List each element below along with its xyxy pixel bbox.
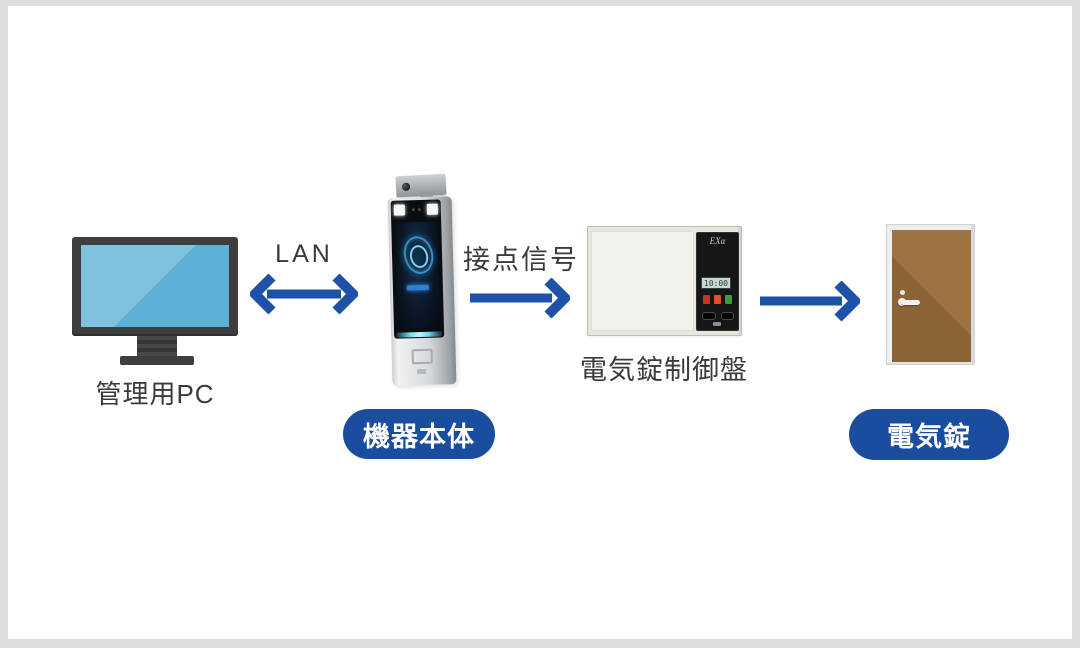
electric-lock-badge: 電気錠 [849,409,1009,460]
pc-label: 管理用PC [95,379,215,409]
control-panel-lcd: 10:00 [701,277,731,289]
control-panel-door [591,231,694,331]
management-pc-node: 管理用PC [72,237,238,409]
panel-to-door-arrow-icon [760,281,860,321]
control-panel-node: EXα 10:00 電気錠制御盤 [580,226,747,386]
contact-signal-arrow-icon [470,278,570,318]
control-panel-icon: EXα 10:00 [587,226,742,336]
device-top-camera-module [395,173,447,198]
camera-dot [411,208,415,212]
led-green [725,295,732,304]
camera-dot [417,208,421,212]
control-panel-buttons [702,312,734,320]
lan-link-label: LAN [275,240,333,268]
illuminator-right [426,203,439,215]
door-frame [886,224,975,365]
monitor-stand-base [120,356,194,365]
monitor-screen [81,245,229,327]
face-recognition-device-node [383,170,463,390]
control-panel-brand-mark [713,322,721,326]
face-scan-status-bar [406,284,429,291]
illuminator-left [393,204,406,216]
door-lock-cylinder [900,290,905,295]
monitor-stand-neck [137,336,177,357]
control-panel-indicator-leds [703,295,733,304]
door-handle-icon [901,300,920,305]
device-body [387,196,457,386]
door-node [886,224,976,365]
panel-button [720,312,734,320]
panel-button [702,312,716,320]
camera-lens-icon [401,182,411,191]
contact-signal-link-label: 接点信号 [463,245,579,275]
card-reader-icon [411,348,433,365]
device-led-glow-strip [396,331,443,338]
door-icon [892,230,971,362]
lan-double-arrow-icon [250,273,358,315]
led-red [703,295,710,304]
device-front-panel [390,199,445,339]
device-screen [395,221,440,329]
control-panel-logo: EXα [709,236,726,246]
device-badge: 機器本体 [343,409,495,459]
control-panel-display-strip: EXα 10:00 [696,232,739,331]
device-logo-mark [417,368,427,375]
monitor-icon [72,237,238,336]
control-panel-label: 電気錠制御盤 [580,355,748,385]
led-orange [714,295,721,304]
